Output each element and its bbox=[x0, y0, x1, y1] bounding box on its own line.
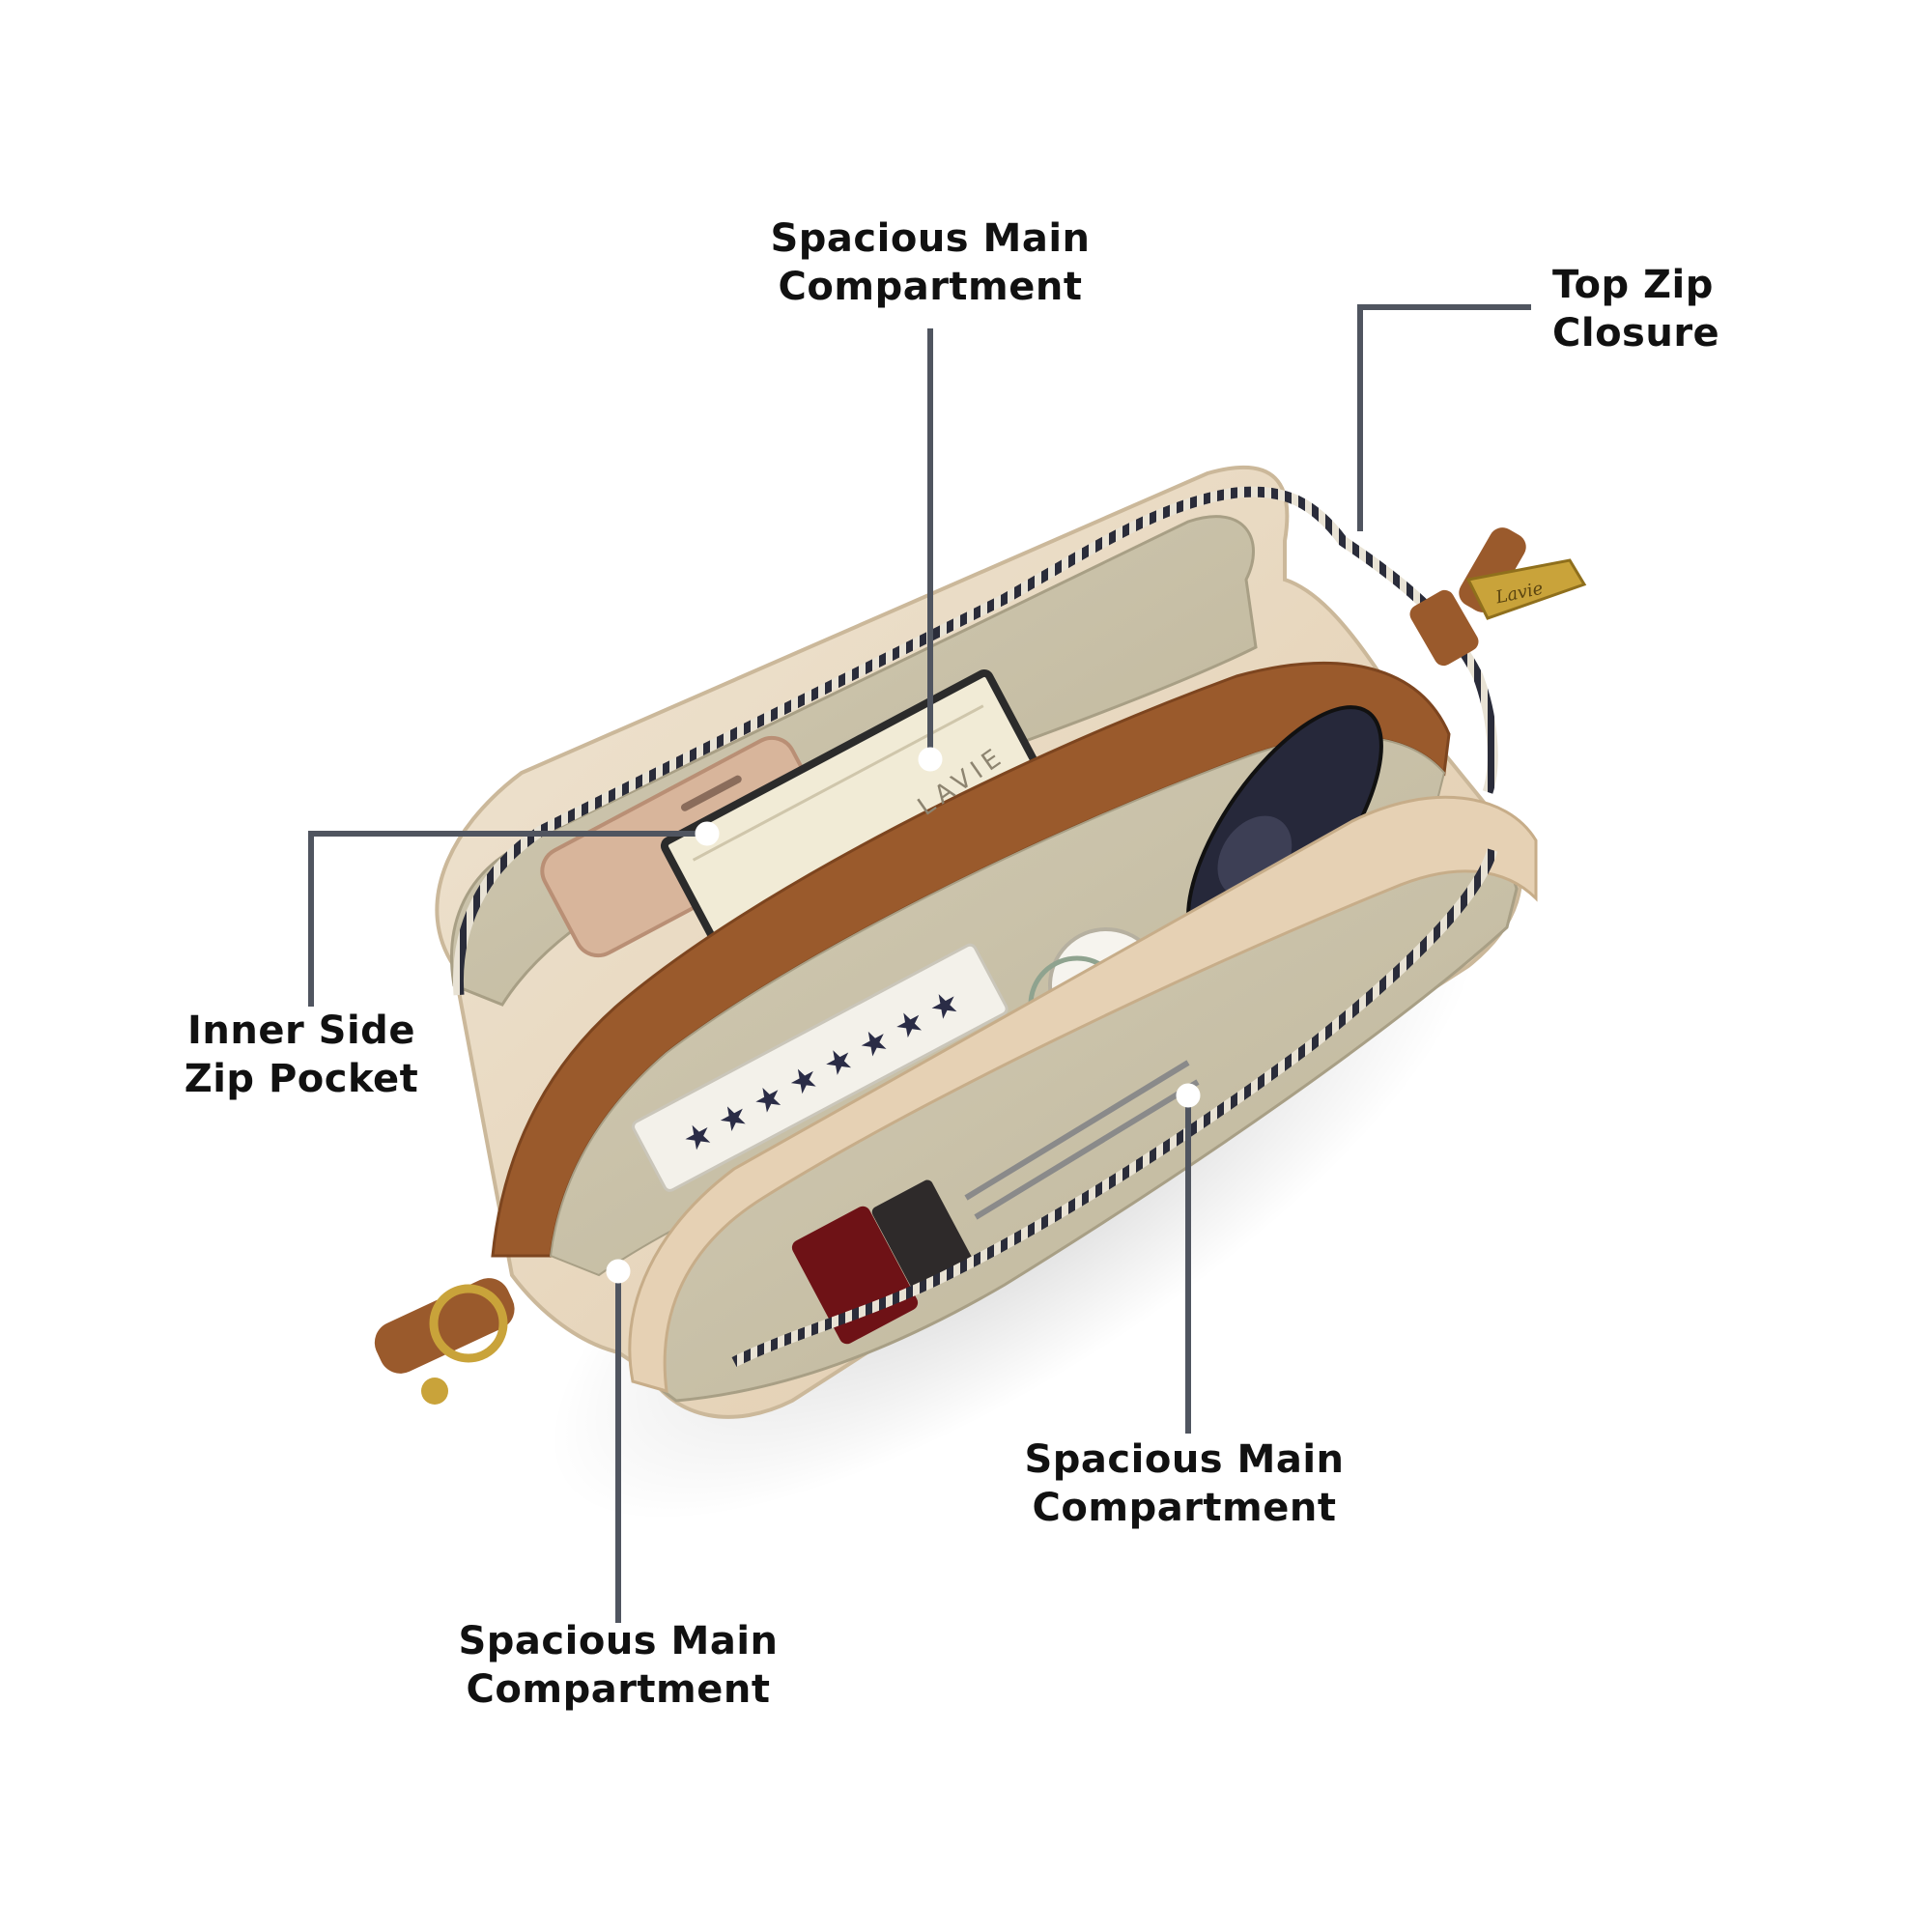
dot-top-main bbox=[918, 747, 943, 772]
back-zipper bbox=[452, 486, 1498, 996]
callout-right-main-line2: Compartment bbox=[1032, 1486, 1337, 1530]
callout-inner-pocket: Inner Side Zip Pocket bbox=[185, 1007, 419, 1103]
front-zipper bbox=[731, 848, 1498, 1367]
callout-top-main-line2: Compartment bbox=[778, 265, 1083, 309]
sunglasses bbox=[964, 1060, 1200, 1220]
lipstick bbox=[791, 1206, 919, 1345]
front-shell-rim bbox=[628, 795, 1538, 1394]
callout-inner-pocket-line1: Inner Side bbox=[187, 1009, 415, 1053]
dot-inner-pocket bbox=[695, 821, 720, 846]
dot-bottom-main bbox=[606, 1259, 631, 1284]
callout-top-zip-line2: Closure bbox=[1552, 311, 1720, 355]
dot-right-main bbox=[1176, 1083, 1201, 1108]
callout-bottom-main: Spacious Main Compartment bbox=[458, 1617, 778, 1714]
callout-top-zip-line1: Top Zip bbox=[1552, 263, 1714, 307]
callout-top-main-line1: Spacious Main bbox=[770, 216, 1091, 261]
callout-bottom-main-line2: Compartment bbox=[466, 1667, 771, 1712]
callout-top-main: Spacious Main Compartment bbox=[770, 214, 1090, 311]
leader-inner-pocket bbox=[308, 831, 707, 1007]
left-strap-tab bbox=[374, 1278, 515, 1405]
callout-dots bbox=[606, 747, 1201, 1284]
leader-top-zip bbox=[1357, 304, 1531, 531]
callout-top-zip: Top Zip Closure bbox=[1552, 261, 1719, 357]
callout-right-main: Spacious Main Compartment bbox=[1024, 1435, 1344, 1532]
callout-inner-pocket-line2: Zip Pocket bbox=[184, 1057, 419, 1101]
callout-leaders bbox=[308, 304, 1531, 1623]
callout-bottom-main-line1: Spacious Main bbox=[458, 1619, 779, 1663]
accessory-box bbox=[871, 1179, 974, 1293]
callout-right-main-line1: Spacious Main bbox=[1024, 1437, 1345, 1482]
